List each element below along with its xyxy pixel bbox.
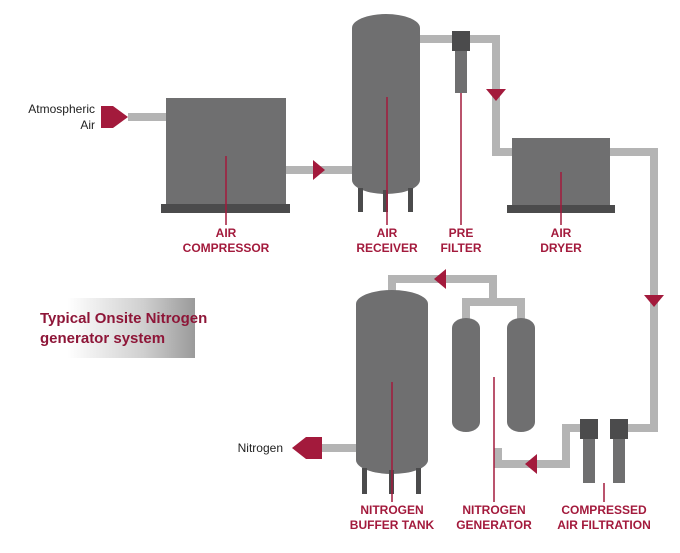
leader-lines	[225, 93, 605, 502]
nitrogen-buffer-tank-label: BUFFER TANK	[350, 518, 435, 532]
pre-filter	[452, 31, 470, 93]
compressed-air-filtration	[580, 419, 628, 483]
title-banner	[25, 298, 195, 358]
arrow-left-icon	[434, 269, 446, 289]
compressed-air-filtration-label: COMPRESSED	[561, 503, 647, 517]
air-compressor-label: AIR	[216, 226, 237, 240]
atmospheric-air-label: Air	[80, 118, 95, 132]
air-dryer-label: AIR	[551, 226, 572, 240]
compressed-air-filtration-label: AIR FILTRATION	[557, 518, 651, 532]
pre-filter-label: FILTER	[440, 241, 481, 255]
air-receiver-label: AIR	[377, 226, 398, 240]
arrow-down-icon	[644, 295, 664, 307]
diagram-title: Typical Onsite Nitrogen generator system	[40, 310, 208, 347]
air-dryer-label: DRYER	[540, 241, 582, 255]
arrow-right-icon	[101, 106, 128, 128]
arrow-left-icon	[292, 437, 322, 459]
air-compressor-label: COMPRESSOR	[183, 241, 270, 255]
nitrogen-generator-label: NITROGEN	[462, 503, 525, 517]
atmospheric-air-label: Atmospheric	[28, 102, 95, 116]
nitrogen-generator	[452, 318, 535, 432]
pipe-dryer-to-filtration	[610, 148, 658, 432]
arrow-right-icon	[313, 160, 325, 180]
air-receiver-label: RECEIVER	[356, 241, 418, 255]
nitrogen-generator-label: GENERATOR	[456, 518, 532, 532]
arrow-left-icon	[525, 454, 537, 474]
nitrogen-buffer-tank-label: NITROGEN	[360, 503, 423, 517]
air-receiver	[352, 14, 420, 212]
pipe-filtration-to-generator	[494, 424, 580, 468]
flow-arrows	[101, 89, 664, 474]
arrow-down-icon	[486, 89, 506, 101]
pre-filter-label: PRE	[449, 226, 474, 240]
pipe-generator-manifold	[462, 298, 525, 322]
nitrogen-output-label: Nitrogen	[238, 441, 283, 455]
